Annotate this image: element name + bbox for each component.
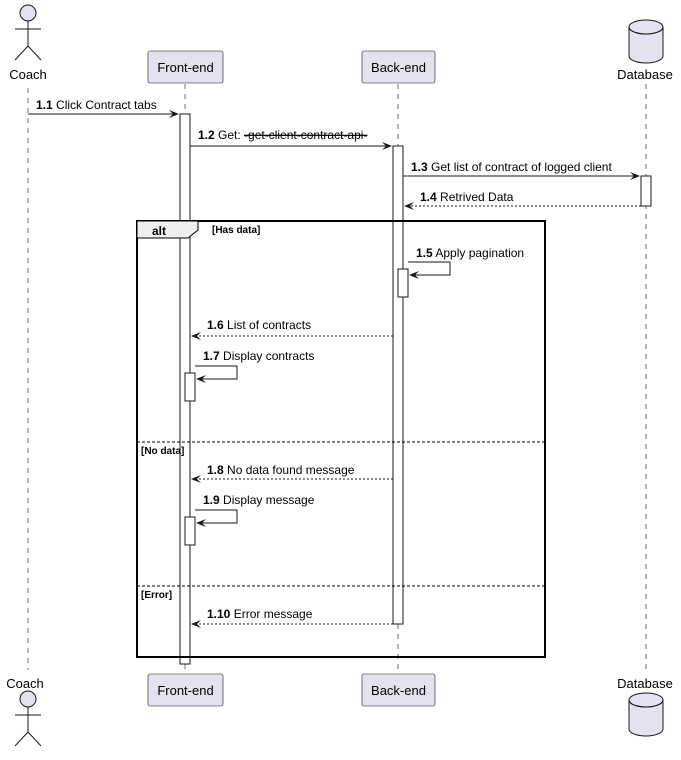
participant-name: Coach — [6, 676, 44, 691]
message-label: 1.1 Click Contract tabs — [36, 98, 157, 112]
database-icon — [628, 19, 664, 64]
message-1-10: 1.10 Error message — [191, 607, 393, 628]
participant-name: Front-end — [157, 683, 213, 698]
guard-no-data: [No data] — [141, 446, 184, 457]
message-1-7: 1.7 Display contracts — [195, 349, 314, 383]
participant-frontend-bottom: Front-end — [147, 673, 224, 707]
message-arrow — [195, 509, 238, 527]
message-label: 1.7 Display contracts — [203, 349, 314, 363]
database-top: Database — [617, 19, 673, 82]
participant-name: Database — [617, 67, 673, 82]
participants-top: Coach Front-end Back-end Database — [9, 4, 673, 84]
participant-backend-bottom: Back-end — [361, 673, 436, 707]
message-1-5: 1.5 Apply pagination — [408, 246, 524, 279]
participant-name: Front-end — [157, 60, 213, 75]
participant-name: Back-end — [371, 60, 426, 75]
activations — [179, 113, 652, 665]
message-label: 1.3 Get list of contract of logged clien… — [411, 160, 612, 174]
message-1-1: 1.1 Click Contract tabs — [28, 98, 179, 118]
messages: 1.1 Click Contract tabs 1.2 Get: -get-cl… — [28, 98, 641, 628]
activation-frontend-message — [184, 516, 196, 546]
activation-frontend-display — [184, 372, 196, 402]
message-1-4: 1.4 Retrived Data — [404, 190, 641, 210]
message-label: 1.4 Retrived Data — [420, 190, 514, 204]
participants-bottom: Coach Front-end Back-end Database — [6, 673, 673, 747]
activation-database — [640, 175, 652, 207]
alt-frame — [136, 220, 546, 658]
message-1-3: 1.3 Get list of contract of logged clien… — [403, 160, 640, 180]
message-label: 1.2 Get: -get-client-contract-api- — [198, 128, 367, 142]
message-1-2: 1.2 Get: -get-client-contract-api- — [190, 128, 392, 150]
message-label: 1.5 Apply pagination — [416, 246, 524, 260]
alt-label: alt — [152, 224, 166, 238]
database-bottom: Database — [617, 676, 673, 737]
message-label: 1.10 Error message — [207, 607, 313, 621]
participant-box — [147, 50, 224, 84]
activation-backend-main — [392, 145, 404, 625]
database-icon — [628, 692, 664, 737]
actor-icon — [14, 4, 42, 61]
message-arrow — [408, 261, 451, 279]
activation-backend-pagination — [397, 268, 409, 298]
message-arrow — [195, 365, 238, 383]
guard-error: [Error] — [141, 590, 172, 601]
participant-box — [361, 50, 436, 84]
guard-has-data: [Has data] — [212, 225, 260, 236]
participant-name: Database — [617, 676, 673, 691]
participant-box — [147, 673, 224, 707]
message-1-6: 1.6 List of contracts — [191, 318, 393, 340]
participant-name: Back-end — [371, 683, 426, 698]
message-label: 1.6 List of contracts — [207, 318, 311, 332]
actor-coach-top: Coach — [9, 4, 47, 82]
participant-box — [361, 673, 436, 707]
alt-tab — [136, 220, 199, 239]
message-label: 1.9 Display message — [203, 493, 315, 507]
message-1-8: 1.8 No data found message — [191, 463, 393, 483]
alt-fragment: alt [Has data] [No data] [Error] — [136, 220, 546, 658]
message-1-9: 1.9 Display message — [195, 493, 315, 527]
actor-coach-bottom: Coach — [6, 676, 44, 747]
participant-backend-top: Back-end — [361, 50, 436, 84]
participant-frontend-top: Front-end — [147, 50, 224, 84]
actor-icon — [14, 690, 42, 747]
message-label: 1.8 No data found message — [207, 463, 355, 477]
participant-name: Coach — [9, 67, 47, 82]
